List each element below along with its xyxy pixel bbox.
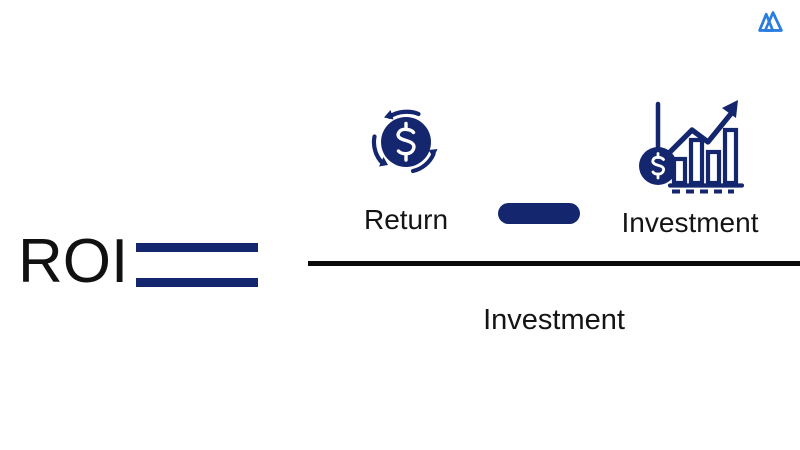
numerator-term-investment: Investment — [590, 90, 790, 240]
fraction: Return — [308, 90, 800, 238]
denominator-label: Investment — [483, 304, 625, 336]
fraction-denominator: Investment — [308, 302, 800, 338]
minus-sign-icon — [498, 203, 580, 224]
mountain-logo-icon — [757, 8, 787, 38]
roi-result-label: ROI — [18, 227, 129, 296]
equals-bar-bottom — [136, 278, 258, 287]
numerator-term-return-label: Return — [363, 204, 449, 235]
fraction-numerator: Return — [308, 90, 800, 238]
numerator-term-return: Return — [326, 92, 486, 237]
equals-bar-top — [136, 243, 258, 252]
return-on-investment-icon — [326, 92, 486, 197]
investment-growth-chart-icon — [590, 90, 790, 200]
equals-sign-icon — [136, 243, 258, 287]
fraction-bar — [308, 261, 800, 266]
numerator-term-investment-label: Investment — [621, 207, 759, 238]
